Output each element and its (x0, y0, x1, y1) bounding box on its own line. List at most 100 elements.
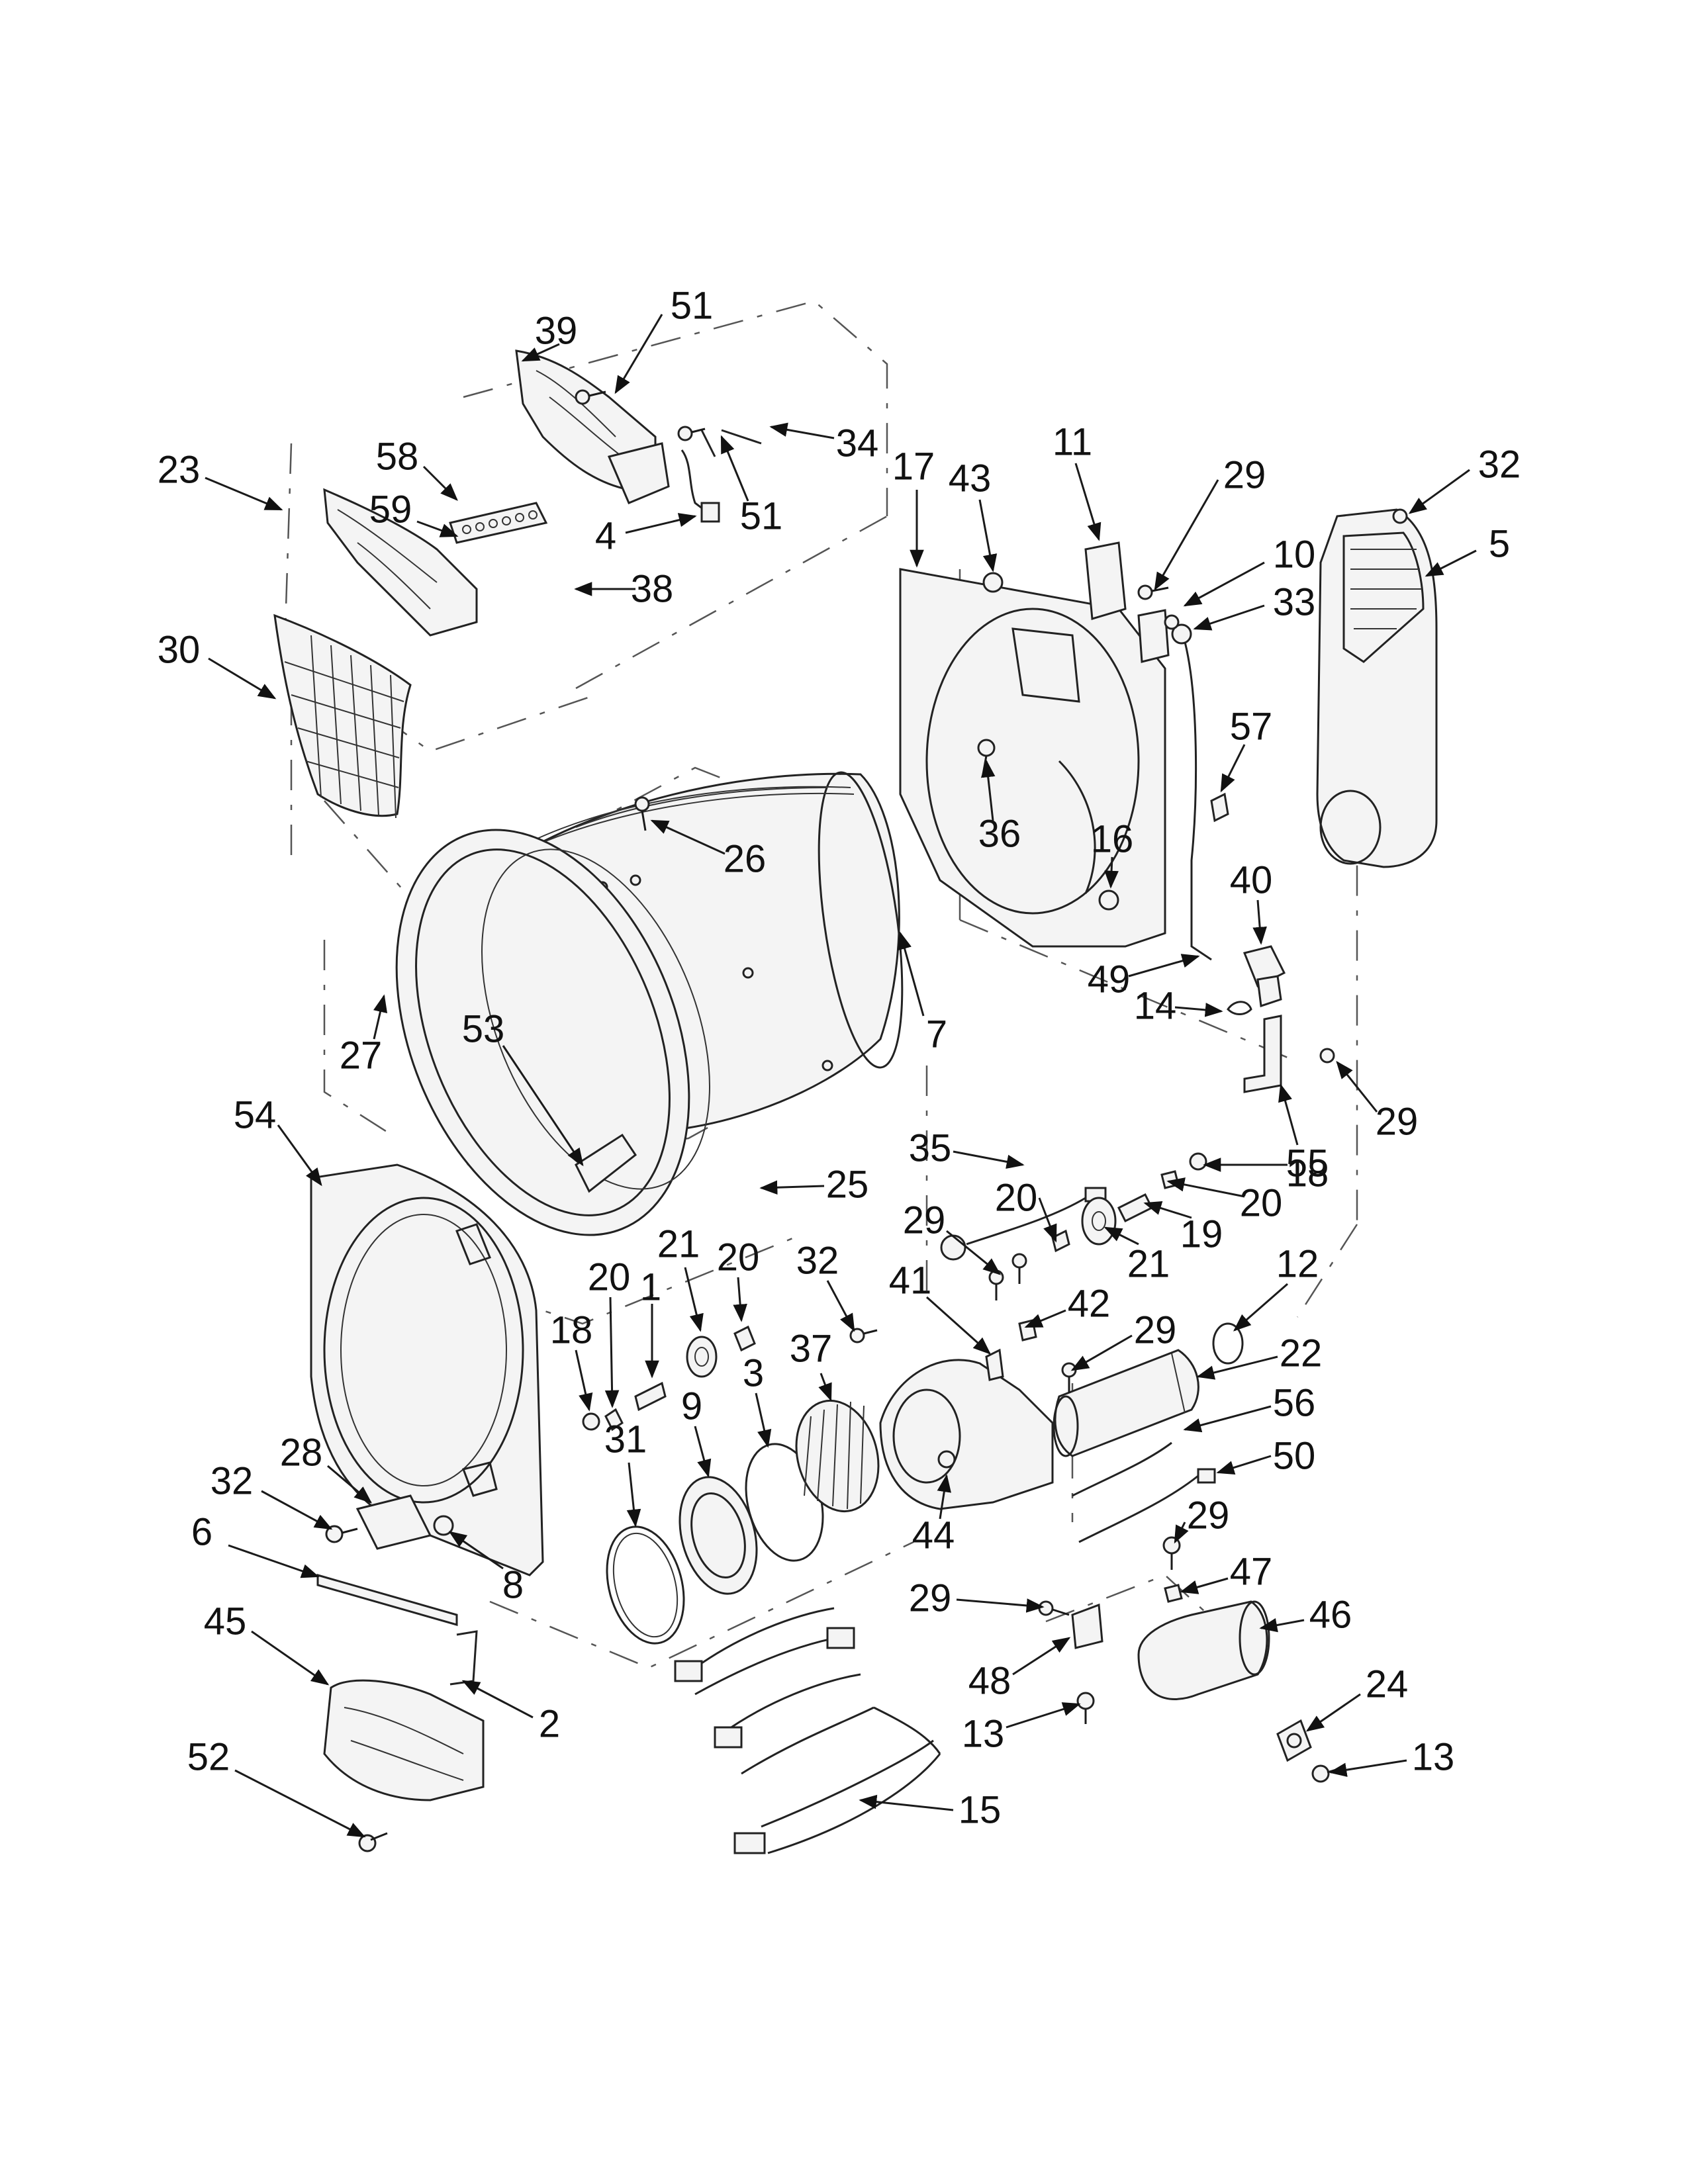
part-label-23: 23 (158, 449, 201, 492)
part-label-28: 28 (280, 1432, 323, 1475)
part-label-51: 51 (671, 285, 714, 328)
wire-harness (674, 1607, 941, 1854)
part-label-4: 4 (595, 515, 616, 558)
leader-arrow-11 (1074, 463, 1102, 541)
leader-arrow-47 (1180, 1577, 1229, 1594)
clamp-14 (1227, 1001, 1252, 1015)
igniter-wires (1072, 1441, 1216, 1543)
part-label-12: 12 (1276, 1243, 1319, 1286)
leader-arrow-44 (937, 1474, 951, 1520)
leader-arrow-50 (1216, 1455, 1272, 1475)
leader-arrow-32 (826, 1280, 855, 1332)
leader-arrow-10 (1183, 561, 1265, 607)
part-label-55: 55 (1286, 1142, 1329, 1185)
part-label-38: 38 (631, 568, 674, 611)
part-label-20: 20 (1240, 1182, 1283, 1225)
part-label-21: 21 (1127, 1243, 1170, 1286)
switch-harness (680, 429, 762, 523)
lint-screen (273, 614, 412, 819)
control-panel-frame (515, 349, 670, 504)
part-label-19: 19 (1180, 1213, 1223, 1256)
leader-arrow-37 (818, 1373, 832, 1402)
part-label-29: 29 (909, 1577, 952, 1620)
part-label-7: 7 (926, 1013, 947, 1056)
leader-arrow-33 (1193, 604, 1265, 631)
part-label-29: 29 (1376, 1101, 1419, 1144)
leader-arrow-30 (208, 657, 277, 700)
part-label-36: 36 (978, 813, 1021, 856)
leader-arrow-7 (898, 931, 925, 1017)
idler-pulley-left (582, 1325, 756, 1432)
part-label-29: 29 (903, 1199, 946, 1242)
part-label-53: 53 (462, 1008, 505, 1051)
leader-arrow-54 (277, 1124, 322, 1187)
leader-arrow-36 (980, 759, 996, 821)
gas-valve (1137, 1600, 1270, 1700)
leader-arrow-6 (228, 1544, 320, 1578)
leader-arrow-39 (521, 343, 560, 362)
part-label-56: 56 (1273, 1382, 1316, 1425)
bracket-2 (449, 1630, 478, 1686)
part-label-13: 13 (962, 1713, 1005, 1756)
leader-arrow-9 (694, 1426, 712, 1478)
gas-valve-coil (1243, 945, 1286, 1008)
thermostat-41 (985, 1348, 1004, 1381)
part-label-29: 29 (1223, 454, 1266, 497)
part-label-54: 54 (234, 1094, 277, 1137)
part-label-34: 34 (836, 422, 879, 465)
part-label-37: 37 (790, 1328, 833, 1371)
leader-arrow-2 (461, 1680, 534, 1719)
part-label-49: 49 (1088, 958, 1131, 1001)
part-label-29: 29 (1134, 1309, 1177, 1352)
nut-16 (1098, 889, 1119, 911)
burner-ring (1212, 1322, 1244, 1365)
leader-arrow-25 (759, 1180, 825, 1195)
leader-arrow-29 (946, 1230, 1002, 1275)
rear-bracket (1084, 541, 1127, 620)
leader-arrow-3 (755, 1392, 772, 1448)
part-label-22: 22 (1280, 1332, 1323, 1375)
leader-arrow-12 (1233, 1283, 1288, 1332)
leader-arrow-14 (1174, 1003, 1223, 1017)
leader-arrow-58 (422, 465, 458, 501)
part-label-52: 52 (187, 1736, 230, 1779)
part-label-31: 31 (604, 1418, 647, 1461)
leader-arrow-46 (1259, 1617, 1305, 1633)
leader-arrow-35 (953, 1150, 1025, 1169)
screw-26 (634, 796, 650, 831)
leader-arrow-53 (502, 1045, 584, 1167)
leader-arrow-16 (1104, 856, 1119, 889)
part-label-10: 10 (1273, 533, 1316, 576)
part-label-17: 17 (892, 445, 935, 488)
leader-arrow-15 (859, 1794, 954, 1811)
leader-arrow-27 (373, 994, 388, 1040)
leader-arrow-29 (1154, 479, 1219, 591)
part-label-39: 39 (535, 310, 578, 353)
part-label-32: 32 (1478, 443, 1521, 486)
part-label-48: 48 (968, 1660, 1011, 1703)
leader-arrow-20 (604, 1297, 620, 1408)
part-label-6: 6 (191, 1511, 212, 1554)
leader-arrow-52 (234, 1769, 366, 1838)
leader-arrow-24 (1305, 1693, 1361, 1732)
part-label-41: 41 (889, 1259, 932, 1302)
part-label-43: 43 (949, 457, 992, 500)
part-label-21: 21 (657, 1223, 700, 1266)
leader-arrow-19 (1143, 1201, 1192, 1219)
sensor-24 (1276, 1719, 1312, 1762)
leader-arrow-29 (956, 1598, 1045, 1613)
part-label-33: 33 (1273, 581, 1316, 624)
part-label-20: 20 (995, 1177, 1038, 1220)
leader-arrow-56 (1183, 1405, 1272, 1433)
part-label-29: 29 (1187, 1494, 1230, 1537)
leader-arrow-32 (261, 1490, 333, 1530)
part-label-40: 40 (1230, 859, 1273, 902)
part-label-42: 42 (1068, 1283, 1111, 1326)
leader-arrow-55 (1278, 1083, 1299, 1146)
leader-arrow-21 (684, 1267, 704, 1332)
leader-arrow-59 (416, 520, 459, 537)
leader-arrow-23 (205, 477, 283, 511)
front-bracket (355, 1494, 454, 1550)
leader-arrow-20 (733, 1277, 747, 1322)
